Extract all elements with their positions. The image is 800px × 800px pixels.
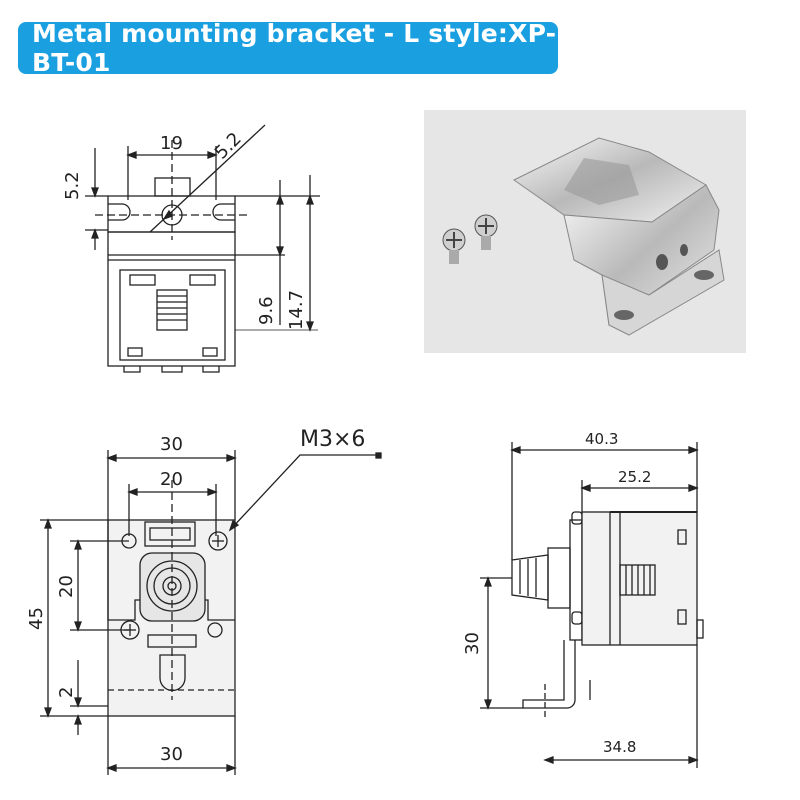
- page-title: Metal mounting bracket - L style:XP-BT-0…: [18, 19, 558, 77]
- dim-height-long: 14.7: [286, 290, 307, 330]
- dim-width-19: 19: [160, 133, 183, 154]
- dim-outer-width-top: 30: [160, 434, 183, 455]
- dim-screw-label: M3×6: [300, 427, 365, 452]
- dim-total-length: 40.3: [585, 430, 618, 448]
- dim-body-length: 25.2: [618, 468, 651, 486]
- bracket-photo: [424, 110, 746, 353]
- front-view: [40, 450, 382, 775]
- dim-inner-width: 20: [160, 469, 183, 490]
- top-view: [85, 124, 320, 373]
- dim-height-mid: 20: [56, 575, 77, 598]
- dim-left-height: 5.2: [62, 171, 83, 200]
- side-view: [480, 442, 704, 768]
- dim-height-short: 9.6: [256, 296, 277, 325]
- dim-side-height: 30: [462, 632, 483, 655]
- bracket-photo-drawing: [442, 137, 725, 336]
- dim-bracket-length: 34.8: [603, 738, 636, 756]
- dim-height-total: 45: [26, 607, 47, 630]
- dim-outer-width-bottom: 30: [160, 744, 183, 765]
- dim-height-small: 2: [56, 687, 77, 698]
